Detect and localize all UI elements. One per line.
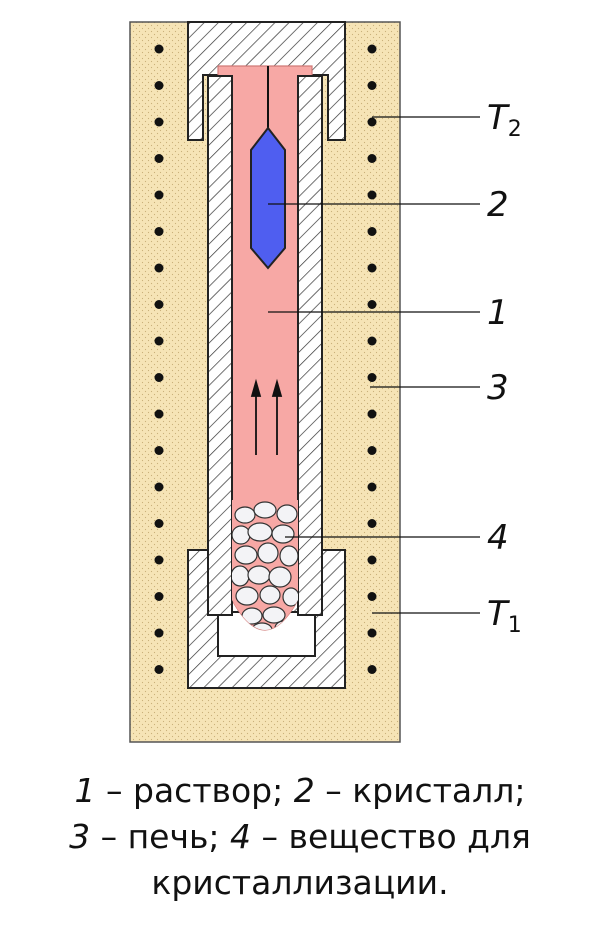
- heater-dot: [367, 555, 377, 565]
- heater-dot: [154, 482, 164, 492]
- heater-dot: [154, 665, 164, 674]
- heater-dot: [154, 44, 164, 54]
- caption-line-2: 3 – печь; 4 – вещество для: [69, 817, 531, 856]
- pebble: [279, 545, 298, 567]
- heater-dot: [367, 519, 377, 528]
- caption-line-1: 1 – раствор; 2 – кристалл;: [74, 771, 526, 810]
- heater-dot: [367, 665, 377, 674]
- heater-dot: [367, 44, 377, 54]
- heater-dot: [154, 446, 164, 455]
- pebble: [257, 542, 279, 564]
- heater-dot: [367, 81, 377, 90]
- heater-dot: [154, 519, 164, 528]
- caption-line-3: кристаллизации.: [151, 863, 449, 902]
- pebble: [234, 506, 256, 524]
- flow-arrows: [250, 378, 283, 455]
- heater-dot: [367, 300, 377, 309]
- heater-dot: [154, 190, 164, 200]
- heater-dot: [154, 409, 164, 419]
- substance-pebbles: [232, 500, 298, 630]
- label-substance: 4: [487, 518, 509, 558]
- heater-dot: [367, 227, 377, 236]
- top-cap: [187, 21, 346, 141]
- heater-dot: [154, 555, 164, 565]
- pebble: [253, 501, 277, 519]
- heater-dot: [154, 81, 164, 90]
- heater-dot: [367, 154, 377, 163]
- pebble: [247, 522, 273, 542]
- heater-dot: [154, 263, 164, 273]
- heater-dot: [367, 336, 377, 346]
- heater-dot: [154, 154, 164, 163]
- heater-dot: [367, 628, 377, 638]
- tube-wall-right: [297, 75, 323, 616]
- pebble: [282, 587, 298, 607]
- label-crystal: 2: [487, 185, 509, 225]
- pebble: [251, 622, 273, 630]
- pebble: [232, 525, 251, 545]
- crystal: [250, 126, 286, 270]
- heater-dot: [367, 263, 377, 273]
- pebble: [247, 565, 271, 585]
- heater-dot: [367, 446, 377, 455]
- heater-dot: [154, 117, 164, 127]
- leader-lines: [268, 116, 480, 614]
- heater-dot: [367, 117, 377, 127]
- heater-dot: [154, 300, 164, 309]
- pebble: [259, 585, 281, 605]
- pebble: [232, 565, 250, 587]
- tube-wall-left: [207, 75, 233, 616]
- heater-dot: [367, 373, 377, 382]
- pebble: [262, 606, 286, 624]
- heater-dot: [367, 592, 377, 601]
- heater-dot: [367, 190, 377, 200]
- crystal-growth-diagram: T2 2 1 3 4 T1: [129, 21, 522, 743]
- pebble: [271, 524, 295, 544]
- heater-dot: [154, 592, 164, 601]
- heater-dot: [154, 628, 164, 638]
- pebble: [235, 586, 259, 606]
- pebble: [234, 545, 258, 565]
- heater-dot: [154, 336, 164, 346]
- heater-dot: [154, 373, 164, 382]
- heater-dot: [367, 409, 377, 419]
- heater-dot: [154, 227, 164, 236]
- pebble: [268, 566, 292, 588]
- label-furnace: 3: [487, 368, 509, 408]
- heater-dot: [367, 482, 377, 492]
- label-t1: T1: [487, 594, 522, 638]
- figure-caption: 1 – раствор; 2 – кристалл; 3 – печь; 4 –…: [0, 768, 600, 906]
- pebble: [276, 504, 298, 524]
- label-solution: 1: [487, 293, 509, 333]
- label-t2: T2: [487, 98, 522, 142]
- heater-elements: [154, 44, 377, 674]
